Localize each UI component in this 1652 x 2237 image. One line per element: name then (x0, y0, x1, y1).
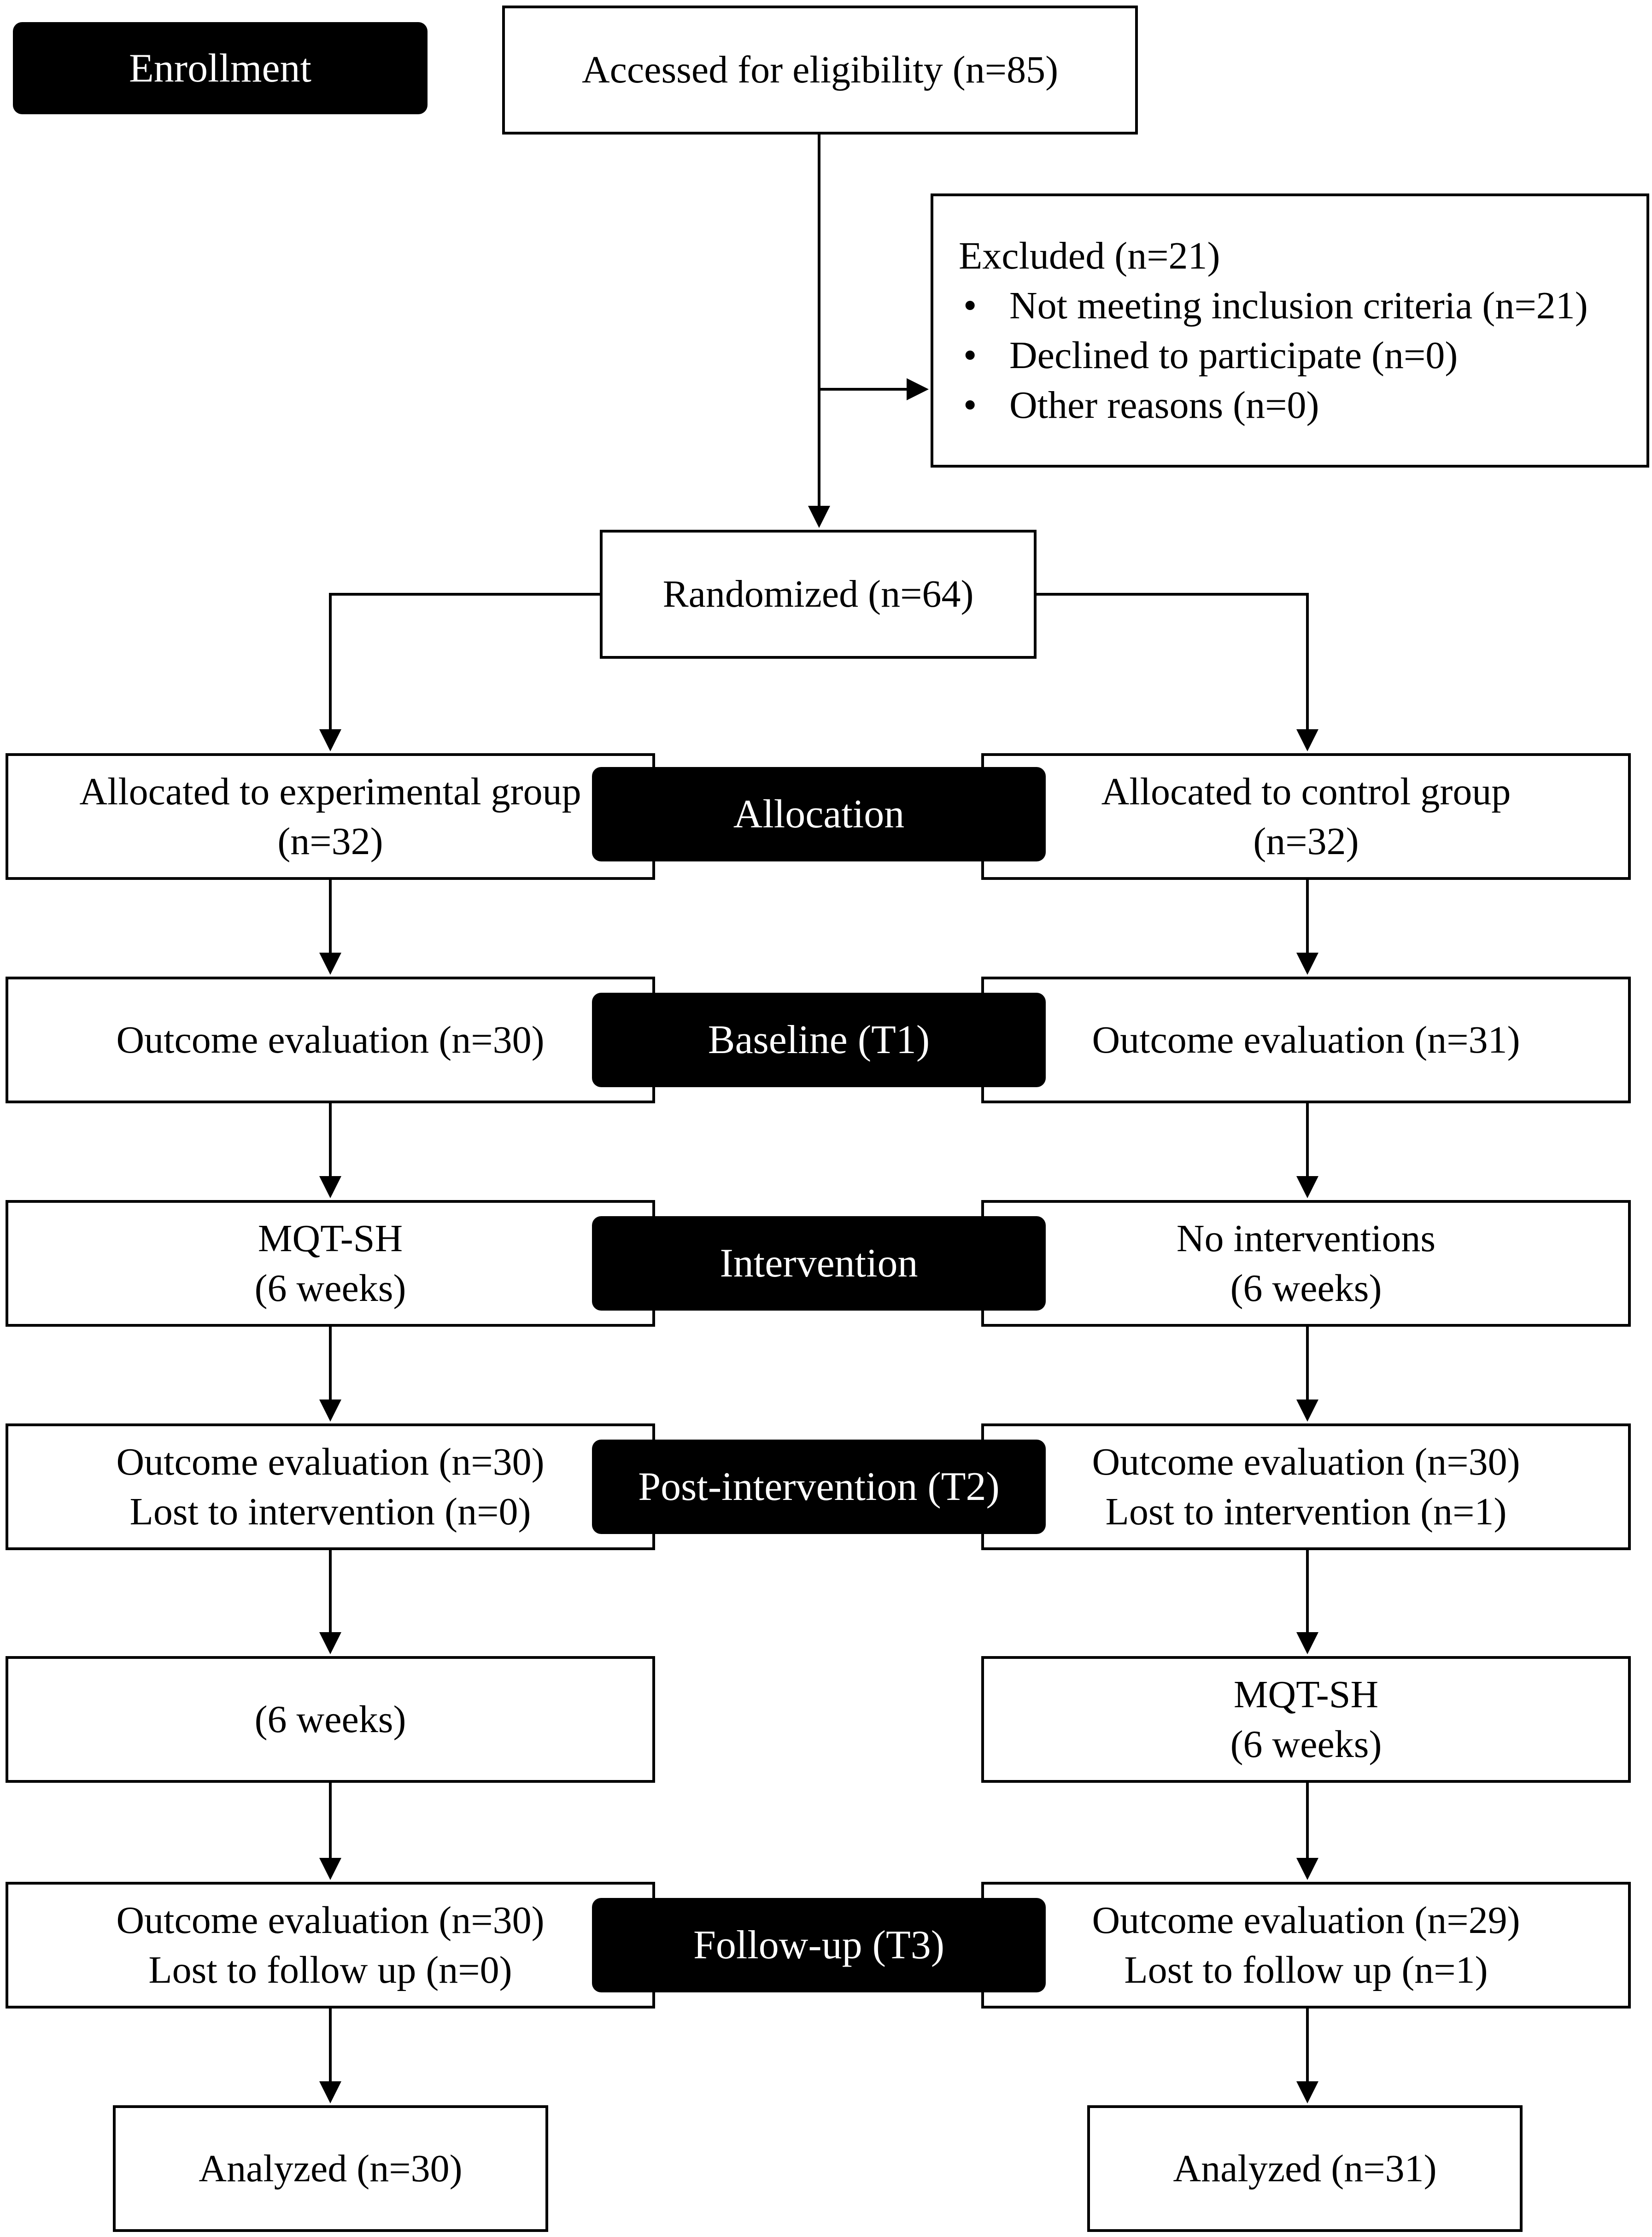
control-analyzed-text: Analyzed (n=31) (1173, 2147, 1437, 2190)
experimental-post-box: Outcome evaluation (n=30) Lost to interv… (6, 1423, 655, 1550)
experimental-intervention-box: MQT-SH (6 weeks) (6, 1200, 655, 1327)
stage-label-post-intervention: Post-intervention (T2) (592, 1440, 1046, 1534)
stage-label-follow-up: Follow-up (T3) (592, 1898, 1046, 1992)
control-baseline-text: Outcome evaluation (n=31) (1092, 1018, 1520, 1061)
bullet-icon: • (963, 383, 977, 427)
arrow-to-experimental (319, 593, 601, 751)
experimental-post-line-1: Outcome evaluation (n=30) (116, 1440, 545, 1483)
arrow-to-control (1034, 593, 1318, 751)
experimental-allocated-line-2: (n=32) (277, 820, 383, 863)
stage-label-intervention-text: Intervention (720, 1241, 918, 1286)
control-allocated-line-1: Allocated to control group (1101, 770, 1511, 813)
excluded-box: Excluded (n=21) • Not meeting inclusion … (931, 193, 1649, 468)
control-follow-up-line-1: Outcome evaluation (n=29) (1092, 1898, 1520, 1942)
stage-label-baseline-text: Baseline (T1) (708, 1018, 930, 1062)
excluded-item-3: • Other reasons (n=0) (959, 381, 1319, 430)
randomized-text: Randomized (n=64) (662, 573, 974, 615)
randomized-box: Randomized (n=64) (600, 530, 1037, 659)
excluded-item-text: Declined to participate (n=0) (1009, 334, 1458, 377)
experimental-intervention-line-2: (6 weeks) (254, 1266, 406, 1310)
bullet-icon: • (963, 284, 977, 327)
control-crossover-box: MQT-SH (6 weeks) (981, 1656, 1631, 1783)
stage-label-allocation-text: Allocation (733, 792, 905, 837)
control-intervention-line-1: No interventions (1176, 1217, 1436, 1260)
control-follow-up-line-2: Lost to follow up (n=1) (1124, 1948, 1488, 1991)
experimental-allocated-line-1: Allocated to experimental group (79, 770, 581, 813)
stage-label-enrollment-text: Enrollment (129, 46, 311, 91)
control-post-box: Outcome evaluation (n=30) Lost to interv… (981, 1423, 1631, 1550)
assessed-box: Accessed for eligibility (n=85) (502, 6, 1138, 135)
control-crossover-line-1: MQT-SH (1233, 1673, 1379, 1716)
experimental-intervention-line-1: MQT-SH (258, 1217, 403, 1260)
experimental-analyzed-text: Analyzed (n=30) (199, 2147, 463, 2190)
experimental-baseline-box: Outcome evaluation (n=30) (6, 977, 655, 1103)
excluded-item-text: Other reasons (n=0) (1009, 383, 1319, 427)
bullet-icon: • (963, 334, 977, 377)
control-allocated-line-2: (n=32) (1253, 820, 1359, 863)
control-post-line-2: Lost to intervention (n=1) (1105, 1490, 1507, 1533)
stage-label-intervention: Intervention (592, 1216, 1046, 1311)
stage-label-baseline: Baseline (T1) (592, 993, 1046, 1087)
assessed-text: Accessed for eligibility (n=85) (581, 48, 1059, 91)
stage-label-allocation: Allocation (592, 767, 1046, 861)
control-baseline-box: Outcome evaluation (n=31) (981, 977, 1631, 1103)
experimental-post-line-2: Lost to intervention (n=0) (129, 1490, 531, 1533)
experimental-washout-box: (6 weeks) (6, 1656, 655, 1783)
excluded-item-text: Not meeting inclusion criteria (n=21) (1009, 284, 1588, 327)
stage-label-post-intervention-text: Post-intervention (T2) (638, 1464, 1000, 1509)
control-crossover-line-2: (6 weeks) (1230, 1722, 1382, 1766)
stage-label-enrollment: Enrollment (13, 22, 428, 114)
excluded-title: Excluded (n=21) (959, 234, 1220, 277)
excluded-item-2: • Declined to participate (n=0) (959, 331, 1458, 381)
control-analyzed-box: Analyzed (n=31) (1087, 2105, 1523, 2232)
control-follow-up-box: Outcome evaluation (n=29) Lost to follow… (981, 1882, 1631, 2009)
experimental-follow-up-box: Outcome evaluation (n=30) Lost to follow… (6, 1882, 655, 2009)
control-intervention-line-2: (6 weeks) (1230, 1266, 1382, 1310)
experimental-allocated-box: Allocated to experimental group (n=32) (6, 753, 655, 880)
experimental-baseline-text: Outcome evaluation (n=30) (116, 1018, 545, 1061)
experimental-follow-up-line-2: Lost to follow up (n=0) (148, 1948, 512, 1991)
excluded-item-1: • Not meeting inclusion criteria (n=21) (959, 281, 1588, 331)
control-allocated-box: Allocated to control group (n=32) (981, 753, 1631, 880)
experimental-washout-text: (6 weeks) (254, 1698, 406, 1741)
experimental-follow-up-line-1: Outcome evaluation (n=30) (116, 1898, 545, 1942)
experimental-analyzed-box: Analyzed (n=30) (113, 2105, 548, 2232)
control-post-line-1: Outcome evaluation (n=30) (1092, 1440, 1520, 1483)
control-intervention-box: No interventions (6 weeks) (981, 1200, 1631, 1327)
stage-label-follow-up-text: Follow-up (T3) (693, 1923, 945, 1968)
